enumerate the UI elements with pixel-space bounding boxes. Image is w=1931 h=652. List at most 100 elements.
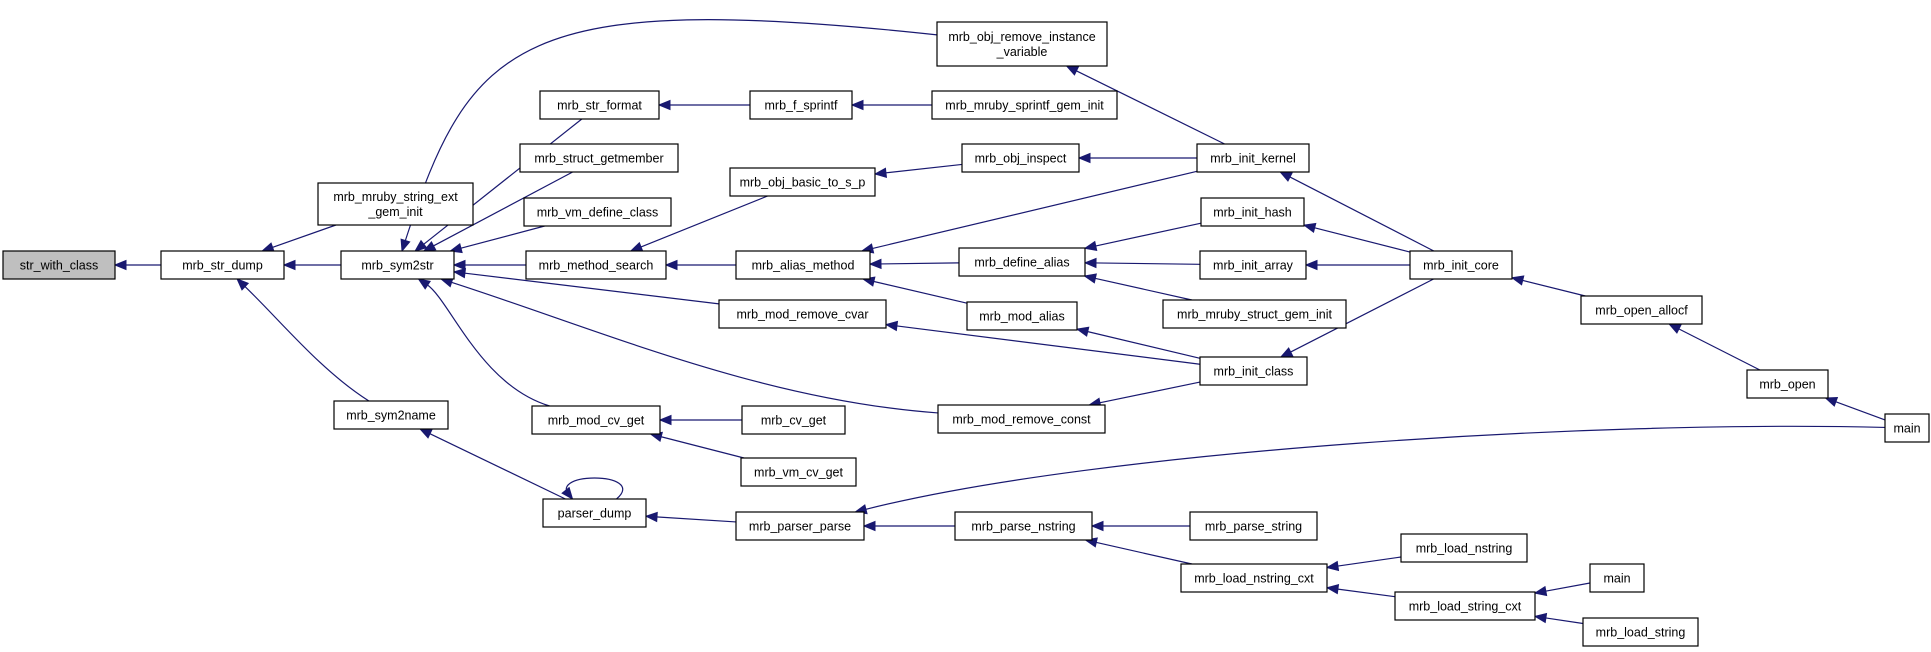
node-label: mrb_open_allocf <box>1595 304 1688 318</box>
node-mrb-method-search[interactable]: mrb_method_search <box>525 250 667 280</box>
node-box[interactable] <box>936 21 1108 67</box>
node-mrb-obj-remove-instance-variable[interactable]: mrb_obj_remove_instance_variable <box>936 21 1108 67</box>
node-box[interactable] <box>718 299 887 329</box>
node-box[interactable] <box>333 400 449 430</box>
node-label: mrb_obj_remove_instance <box>948 30 1095 44</box>
node-box[interactable] <box>317 182 474 226</box>
node-box[interactable] <box>1199 250 1307 280</box>
node-box[interactable] <box>966 301 1078 331</box>
node-main-1[interactable]: main <box>1884 413 1930 443</box>
node-mrb-cv-get[interactable]: mrb_cv_get <box>741 405 846 435</box>
node-mrb-init-core[interactable]: mrb_init_core <box>1409 250 1513 280</box>
node-mrb-mod-remove-const[interactable]: mrb_mod_remove_const <box>937 404 1106 434</box>
node-box[interactable] <box>741 405 846 435</box>
node-box[interactable] <box>735 250 871 280</box>
node-box[interactable] <box>1589 563 1645 593</box>
node-box[interactable] <box>1746 369 1829 399</box>
node-box[interactable] <box>1199 356 1308 386</box>
node-mrb-open-allocf[interactable]: mrb_open_allocf <box>1580 295 1703 325</box>
node-box[interactable] <box>1400 533 1528 563</box>
node-parser-dump[interactable]: parser_dump <box>542 498 647 528</box>
node-box[interactable] <box>340 250 455 280</box>
node-mrb-mod-alias[interactable]: mrb_mod_alias <box>966 301 1078 331</box>
node-box[interactable] <box>729 167 876 197</box>
node-box[interactable] <box>525 250 667 280</box>
node-box[interactable] <box>1582 617 1699 647</box>
node-mrb-str-dump[interactable]: mrb_str_dump <box>160 250 285 280</box>
edges-layer <box>113 19 1886 625</box>
node-mrb-load-nstring-cxt[interactable]: mrb_load_nstring_cxt <box>1180 563 1328 593</box>
arrowhead-icon <box>873 167 888 178</box>
node-mrb-str-format[interactable]: mrb_str_format <box>539 90 660 120</box>
node-mrb-mruby-struct-gem-init[interactable]: mrb_mruby_struct_gem_init <box>1162 299 1347 329</box>
node-mrb-vm-define-class[interactable]: mrb_vm_define_class <box>523 197 672 227</box>
node-mrb-parser-parse[interactable]: mrb_parser_parse <box>735 511 865 541</box>
node-mrb-struct-getmember[interactable]: mrb_struct_getmember <box>519 143 679 173</box>
node-box[interactable] <box>740 457 857 487</box>
node-mrb-vm-cv-get[interactable]: mrb_vm_cv_get <box>740 457 857 487</box>
edge-mrb-mod-alias-to-mrb-alias-method <box>861 276 968 304</box>
edge-mrb-init-class-to-mrb-mod-alias <box>1075 326 1201 359</box>
node-box[interactable] <box>749 90 853 120</box>
node-box[interactable] <box>961 143 1080 173</box>
node-mrb-mod-cv-get[interactable]: mrb_mod_cv_get <box>531 405 661 435</box>
node-box[interactable] <box>539 90 660 120</box>
edge-mrb-init-array-to-mrb-define-alias <box>1083 257 1201 269</box>
node-box[interactable] <box>1394 591 1536 621</box>
node-mrb-alias-method[interactable]: mrb_alias_method <box>735 250 871 280</box>
node-box[interactable] <box>160 250 285 280</box>
arrowhead-icon <box>862 520 876 532</box>
node-mrb-obj-inspect[interactable]: mrb_obj_inspect <box>961 143 1080 173</box>
node-box[interactable] <box>1580 295 1703 325</box>
node-box[interactable] <box>958 247 1086 277</box>
node-mrb-load-nstring[interactable]: mrb_load_nstring <box>1400 533 1528 563</box>
node-mrb-mruby-string-ext-gem-init[interactable]: mrb_mruby_string_ext_gem_init <box>317 182 474 226</box>
node-box[interactable] <box>954 511 1093 541</box>
node-mrb-init-array[interactable]: mrb_init_array <box>1199 250 1307 280</box>
node-box[interactable] <box>523 197 672 227</box>
node-mrb-load-string[interactable]: mrb_load_string <box>1582 617 1699 647</box>
node-box[interactable] <box>1884 413 1930 443</box>
node-box[interactable] <box>531 405 661 435</box>
node-mrb-sym2name[interactable]: mrb_sym2name <box>333 400 449 430</box>
node-box[interactable] <box>937 404 1106 434</box>
node-box[interactable] <box>519 143 679 173</box>
node-str-with-class[interactable]: str_with_class <box>2 250 116 280</box>
node-box[interactable] <box>1200 197 1305 227</box>
node-mrb-init-hash[interactable]: mrb_init_hash <box>1200 197 1305 227</box>
node-box[interactable] <box>735 511 865 541</box>
node-mrb-open[interactable]: mrb_open <box>1746 369 1829 399</box>
node-mrb-mruby-sprintf-gem-init[interactable]: mrb_mruby_sprintf_gem_init <box>931 90 1118 120</box>
arrowhead-icon <box>561 486 574 501</box>
arrowhead-icon <box>260 242 275 253</box>
node-mrb-obj-basic-to-s-p[interactable]: mrb_obj_basic_to_s_p <box>729 167 876 197</box>
node-mrb-parse-nstring[interactable]: mrb_parse_nstring <box>954 511 1093 541</box>
node-box[interactable] <box>542 498 647 528</box>
node-mrb-load-string-cxt[interactable]: mrb_load_string_cxt <box>1394 591 1536 621</box>
arrowhead-icon <box>658 414 672 426</box>
node-mrb-init-kernel[interactable]: mrb_init_kernel <box>1196 143 1310 173</box>
node-label: mrb_vm_define_class <box>537 206 659 220</box>
node-box[interactable] <box>1180 563 1328 593</box>
node-mrb-parse-string[interactable]: mrb_parse_string <box>1189 511 1318 541</box>
node-box[interactable] <box>1196 143 1310 173</box>
node-box[interactable] <box>1189 511 1318 541</box>
edge-mrb-vm-cv-get-to-mrb-mod-cv-get <box>649 431 745 459</box>
node-label: mrb_parse_string <box>1205 520 1302 534</box>
node-main-2[interactable]: main <box>1589 563 1645 593</box>
node-mrb-sym2str[interactable]: mrb_sym2str <box>340 250 455 280</box>
edge-mrb-init-hash-to-mrb-define-alias <box>1083 222 1202 252</box>
node-box[interactable] <box>1409 250 1513 280</box>
node-mrb-define-alias[interactable]: mrb_define_alias <box>958 247 1086 277</box>
edge-mrb-init-core-to-mrb-init-hash <box>1302 222 1411 253</box>
edge-line <box>1095 541 1193 565</box>
node-mrb-init-class[interactable]: mrb_init_class <box>1199 356 1308 386</box>
node-box[interactable] <box>931 90 1118 120</box>
node-mrb-f-sprintf[interactable]: mrb_f_sprintf <box>749 90 853 120</box>
node-box[interactable] <box>2 250 116 280</box>
arrowhead-icon <box>282 259 296 271</box>
node-label: mrb_mod_cv_get <box>548 414 645 428</box>
node-label: mrb_mruby_struct_gem_init <box>1177 308 1332 322</box>
node-mrb-mod-remove-cvar[interactable]: mrb_mod_remove_cvar <box>718 299 887 329</box>
node-box[interactable] <box>1162 299 1347 329</box>
